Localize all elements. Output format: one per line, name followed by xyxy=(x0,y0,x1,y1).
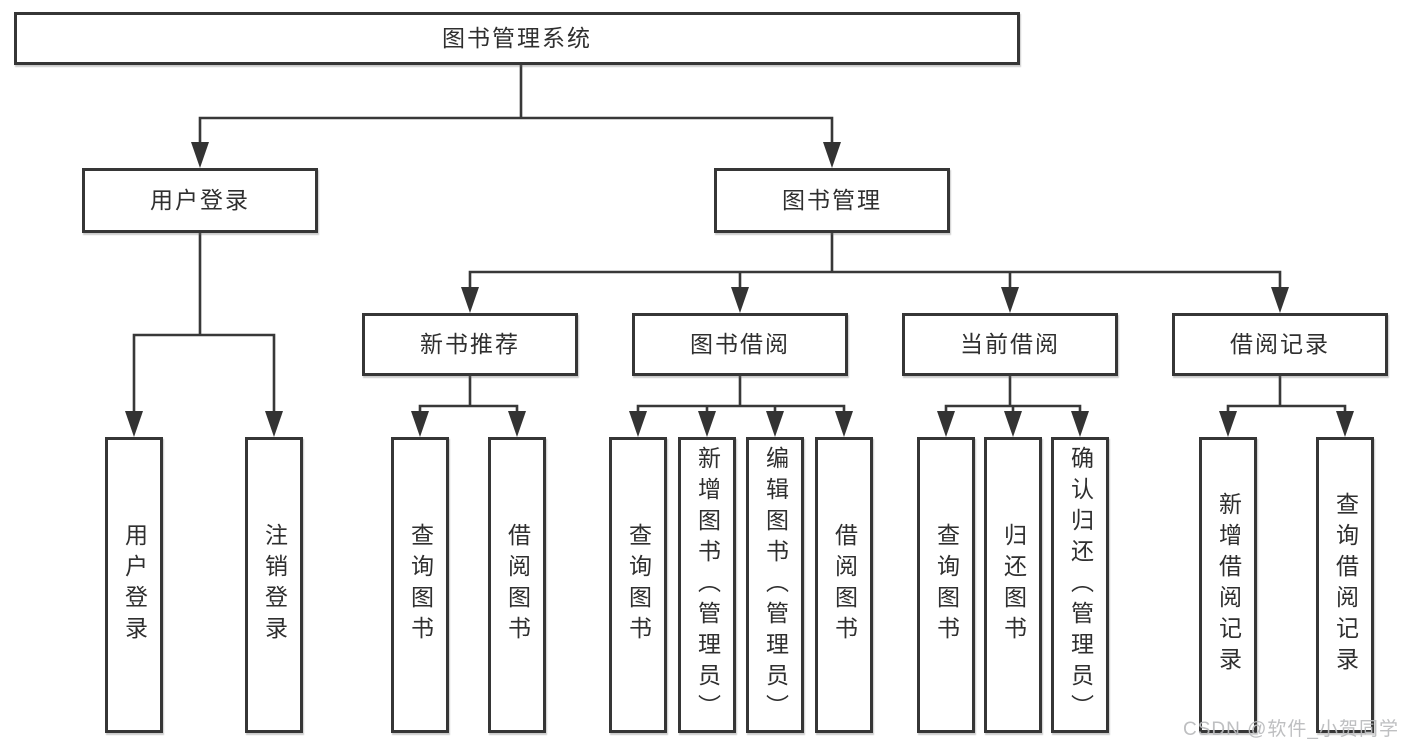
node-borrowing-records: 借阅记录 xyxy=(1172,313,1388,376)
leaf-add-borrow-record-label: 新增借阅记录 xyxy=(1215,492,1242,678)
leaf-add-book-admin-label: 新增图书（管理员） xyxy=(694,445,721,725)
leaf-return-books: 归还图书 xyxy=(984,437,1042,733)
node-borrowing-records-label: 借阅记录 xyxy=(1230,331,1330,357)
node-root-label: 图书管理系统 xyxy=(442,25,592,51)
leaf-query-borrow-record-label: 查询借阅记录 xyxy=(1332,492,1359,678)
leaf-confirm-return-admin: 确认归还（管理员） xyxy=(1051,437,1109,733)
leaf-query-borrow-record: 查询借阅记录 xyxy=(1316,437,1374,733)
leaf-add-borrow-record: 新增借阅记录 xyxy=(1199,437,1257,733)
leaf-query-books-current-label: 查询图书 xyxy=(933,523,960,647)
node-book-borrowing: 图书借阅 xyxy=(632,313,848,376)
node-user-login: 用户登录 xyxy=(82,168,318,233)
node-book-borrowing-label: 图书借阅 xyxy=(690,331,790,357)
node-root: 图书管理系统 xyxy=(14,12,1020,65)
node-user-login-label: 用户登录 xyxy=(150,187,250,213)
node-current-borrowing-label: 当前借阅 xyxy=(960,331,1060,357)
leaf-user-login-label: 用户登录 xyxy=(121,523,148,647)
node-book-management: 图书管理 xyxy=(714,168,950,233)
node-book-management-label: 图书管理 xyxy=(782,187,882,213)
leaf-edit-book-admin: 编辑图书（管理员） xyxy=(746,437,804,733)
leaf-query-books-borrow: 查询图书 xyxy=(609,437,667,733)
node-new-book-recommendation: 新书推荐 xyxy=(362,313,578,376)
leaf-query-books-current: 查询图书 xyxy=(917,437,975,733)
watermark: CSDN @软件_小贺同学 xyxy=(1183,719,1399,740)
node-current-borrowing: 当前借阅 xyxy=(902,313,1118,376)
leaf-logout-label: 注销登录 xyxy=(261,523,288,647)
leaf-query-books-recommend-label: 查询图书 xyxy=(407,523,434,647)
leaf-borrow-books-recommend: 借阅图书 xyxy=(488,437,546,733)
leaf-borrow-books-borrow-label: 借阅图书 xyxy=(831,523,858,647)
leaf-user-login: 用户登录 xyxy=(105,437,163,733)
leaf-borrow-books-borrow: 借阅图书 xyxy=(815,437,873,733)
leaf-return-books-label: 归还图书 xyxy=(1000,523,1027,647)
leaf-add-book-admin: 新增图书（管理员） xyxy=(678,437,736,733)
leaf-query-books-borrow-label: 查询图书 xyxy=(625,523,652,647)
leaf-edit-book-admin-label: 编辑图书（管理员） xyxy=(762,445,789,725)
leaf-borrow-books-recommend-label: 借阅图书 xyxy=(504,523,531,647)
leaf-query-books-recommend: 查询图书 xyxy=(391,437,449,733)
leaf-logout: 注销登录 xyxy=(245,437,303,733)
node-new-book-recommendation-label: 新书推荐 xyxy=(420,331,520,357)
leaf-confirm-return-admin-label: 确认归还（管理员） xyxy=(1067,445,1094,725)
